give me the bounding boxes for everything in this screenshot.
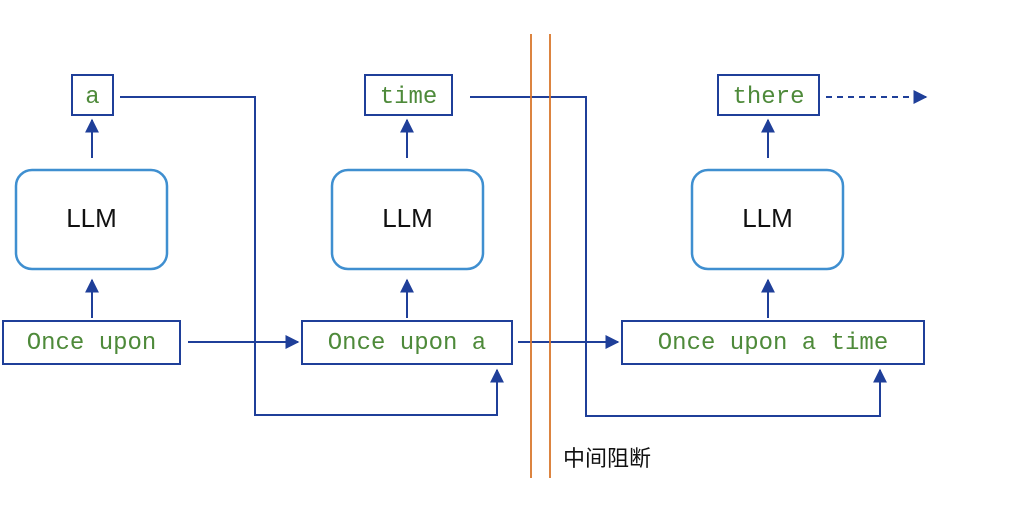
interruption-divider [530,34,551,478]
stage-1: a LLM Once upon [2,74,181,365]
output-token-box [364,74,453,116]
llm-box [14,168,169,271]
stage-3: there LLM Once upon a time [621,74,925,365]
llm-label: LLM [742,203,793,233]
input-token-text: Once upon a time [658,330,888,357]
llm-box [690,168,845,271]
output-token-text: there [732,84,804,111]
output-token-text: a [85,84,99,111]
output-token-box [717,74,820,116]
llm-label: LLM [66,203,117,233]
input-token-box [301,320,513,365]
input-token-text: Once upon [27,330,157,357]
feedback-connector-1 [120,96,504,416]
output-token-box [71,74,114,116]
divider-label: 中间阻断 [563,446,651,471]
output-token-text: time [380,84,438,111]
llm-box [330,168,485,271]
input-token-text: Once upon a [328,330,486,357]
stage-2: time LLM Once upon a [301,74,513,365]
feedback-connector-2 [470,96,887,417]
llm-label: LLM [382,203,433,233]
input-token-box [621,320,925,365]
input-token-box [2,320,181,365]
